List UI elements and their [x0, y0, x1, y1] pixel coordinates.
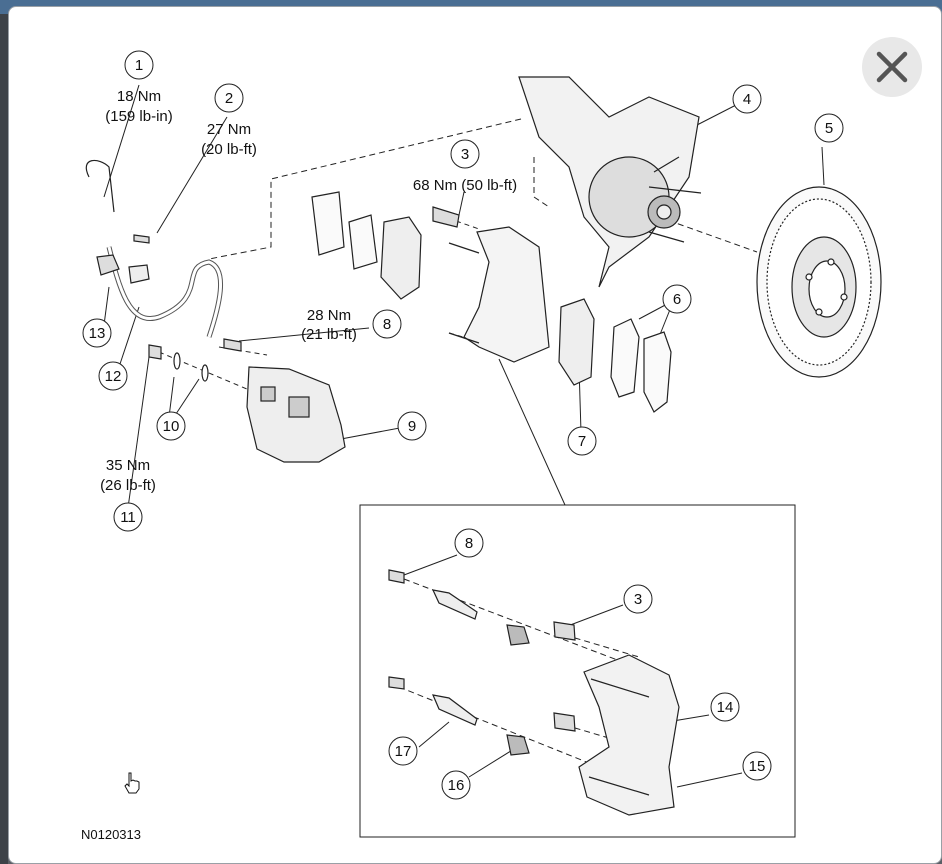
callout-2: 2 — [225, 90, 233, 107]
callout-13: 13 — [89, 325, 106, 342]
callout-1: 1 — [135, 57, 143, 74]
hand-pointer-icon — [124, 772, 140, 794]
torque-1-nm: 18 Nm — [117, 88, 161, 105]
callout-6: 6 — [673, 291, 681, 308]
callout-11: 11 — [120, 509, 136, 526]
torque-11-lb: (26 lb-ft) — [100, 477, 156, 494]
callout-10: 10 — [163, 418, 180, 435]
callout-17: 17 — [395, 743, 412, 760]
torque-3: 68 Nm (50 lb-ft) — [413, 177, 517, 194]
close-button[interactable] — [862, 37, 922, 97]
callout-8: 8 — [383, 316, 391, 333]
torque-8-nm: 28 Nm — [307, 307, 351, 324]
background-edge — [0, 14, 8, 864]
torque-8-lb: (21 lb-ft) — [301, 326, 357, 343]
callout-9: 9 — [408, 418, 416, 435]
callout-7: 7 — [578, 433, 586, 450]
callout-3: 3 — [461, 146, 469, 163]
callout-5: 5 — [825, 120, 833, 137]
figure-id: N0120313 — [81, 827, 141, 842]
callout-8-inset: 8 — [465, 535, 473, 552]
brake-assembly-diagram: 1 2 3 4 5 6 7 8 9 10 11 12 13 8 3 14 15 … — [81, 50, 882, 842]
callout-16: 16 — [448, 777, 465, 794]
callout-14: 14 — [717, 699, 734, 716]
callout-3-inset: 3 — [634, 591, 642, 608]
torque-11-nm: 35 Nm — [106, 457, 150, 474]
image-viewer-modal: 1 2 3 4 5 6 7 8 9 10 11 12 13 8 3 14 15 … — [8, 6, 942, 864]
torque-1-lb: (159 lb-in) — [105, 108, 173, 125]
callout-4: 4 — [743, 91, 751, 108]
torque-2-nm: 27 Nm — [207, 121, 251, 138]
callout-15: 15 — [749, 758, 766, 775]
callout-12: 12 — [105, 368, 122, 385]
close-icon — [876, 51, 908, 83]
torque-2-lb: (20 lb-ft) — [201, 141, 257, 158]
